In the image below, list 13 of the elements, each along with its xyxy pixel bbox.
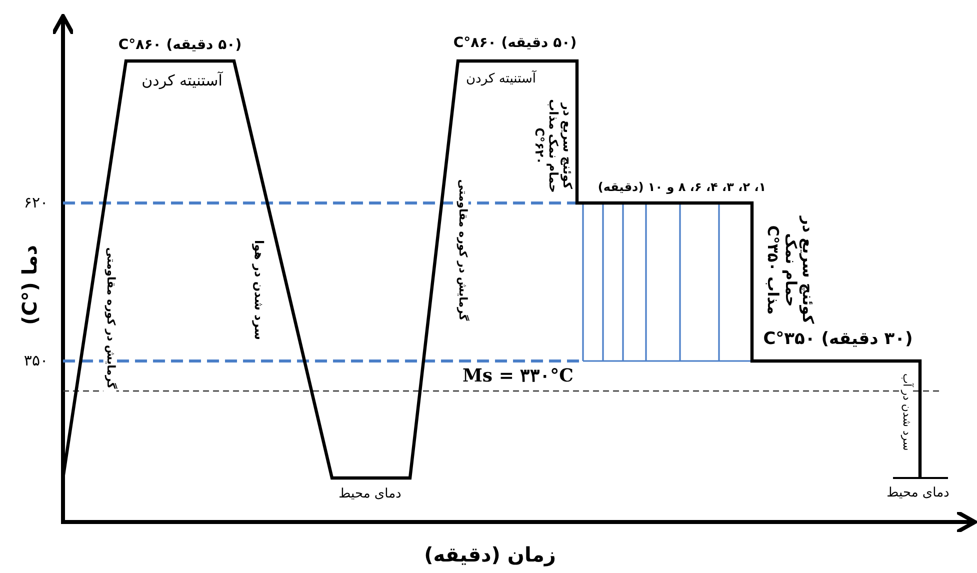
temperature-time-label: (۵۰ دقیقه) ۸۶۰°C bbox=[453, 34, 577, 52]
holding-times-label: ۱، ۲، ۳، ۴، ۶، ۸ و ۱۰ (دقیقه) bbox=[598, 181, 766, 195]
ms-temperature-label: Ms = ۳۳۰°C bbox=[462, 366, 574, 388]
axis-title: دما (°C) bbox=[18, 244, 42, 326]
temperature-time-label: (۳۰ دقیقه) ۳۵۰°C bbox=[763, 330, 913, 350]
ambient-label: دمای محیط bbox=[886, 486, 950, 502]
ambient-label: دمای محیط bbox=[338, 488, 402, 502]
stage-label: آستنیته کردن bbox=[142, 72, 222, 90]
tick-label: ۳۵۰ bbox=[24, 352, 48, 370]
tick-label: ۶۲۰ bbox=[24, 194, 48, 212]
stage-label: آستنیته کردن bbox=[466, 72, 536, 88]
axis-title: زمان (دقیقه) bbox=[424, 544, 556, 566]
temperature-time-label: (۵۰ دقیقه) ۸۶۰°C bbox=[118, 36, 242, 54]
